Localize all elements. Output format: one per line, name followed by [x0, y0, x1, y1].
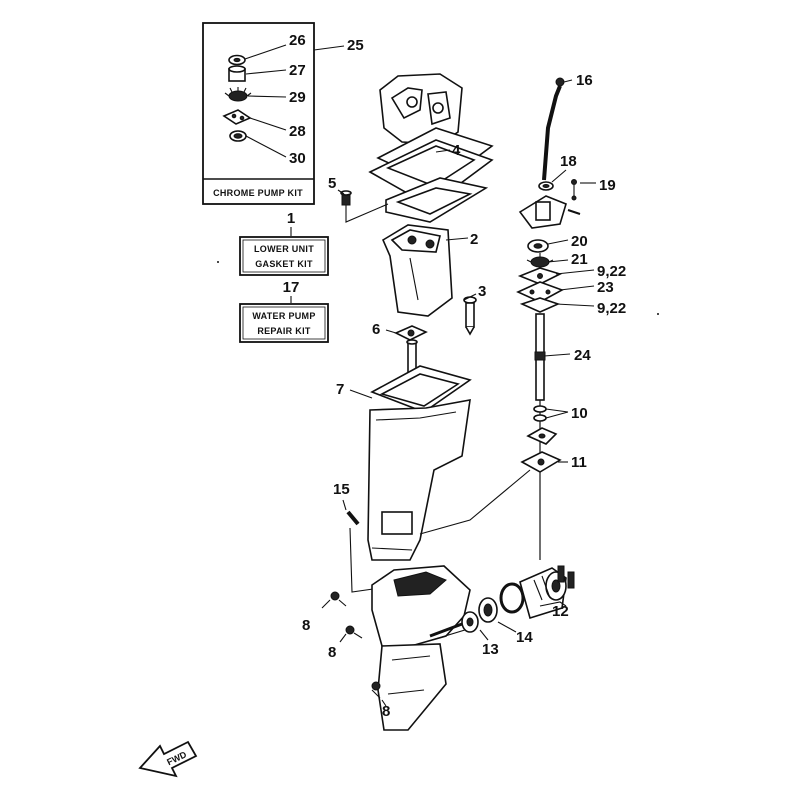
part-2-exhaust-guide: [381, 224, 453, 317]
part-8-bolt-c: [371, 681, 381, 699]
part-30-seal: [229, 130, 247, 142]
callout-27: 27: [289, 62, 306, 79]
callout-18: 18: [560, 153, 577, 170]
part-3-stud: [463, 296, 477, 336]
callout-11: 11: [571, 454, 587, 471]
callout-13: 13: [482, 641, 499, 658]
part-12-bearing-housing: [519, 567, 567, 620]
water-pump-repair-kit: 17 WATER PUMP REPAIR KIT: [239, 279, 329, 343]
part-6-gasket: [394, 325, 428, 341]
part-9-22-gasket-upper: [517, 267, 563, 285]
part-15-dowel-pin: [346, 510, 360, 526]
callout-24: 24: [574, 347, 591, 364]
chrome-pump-kit-box: CHROME PUMP KIT: [202, 22, 315, 205]
callout-1: 1: [287, 210, 295, 227]
callout-8-c: 8: [382, 703, 390, 720]
fwd-arrow-icon: FWD: [138, 740, 198, 778]
powerhead-block: [379, 73, 463, 145]
part-29-impeller: [224, 87, 252, 102]
water-kit-line1: WATER PUMP: [252, 311, 315, 321]
gasket-kit-line2: GASKET KIT: [255, 259, 313, 269]
pump-housing: [518, 195, 567, 229]
callout-28: 28: [289, 123, 306, 140]
part-18-grommet: [538, 181, 554, 191]
callout-10: 10: [571, 405, 588, 422]
part-16-water-tube: [542, 77, 565, 181]
callout-16: 16: [576, 72, 593, 89]
part-8-bolt-a: [330, 591, 347, 607]
part-24-drive-shaft: [534, 313, 546, 560]
callout-7: 7: [336, 381, 344, 398]
callout-19: 19: [599, 177, 616, 194]
part-7-casing-gasket: [370, 365, 472, 413]
callout-8-a: 8: [302, 617, 310, 634]
part-14-oring: [499, 582, 525, 614]
part-10-holder: [526, 427, 558, 445]
callout-23: 23: [597, 279, 614, 296]
callout-numbers: 26 27 29 28 30 25 4 5 2 3 6 7 16 18 19 2…: [289, 32, 626, 720]
water-kit-line2: REPAIR KIT: [257, 326, 311, 336]
callout-9-22-lower: 9,22: [597, 300, 626, 317]
callout-20: 20: [571, 233, 588, 250]
chrome-pump-kit-label: CHROME PUMP KIT: [213, 188, 303, 198]
callout-5: 5: [328, 175, 336, 192]
part-13-seal: [429, 611, 479, 638]
part-26-washer: [228, 54, 246, 66]
callout-21: 21: [571, 251, 588, 268]
callout-14: 14: [516, 629, 533, 646]
callout-26: 26: [289, 32, 306, 49]
callout-3: 3: [478, 283, 486, 300]
part-20-insert: [527, 239, 549, 253]
callout-8-b: 8: [328, 644, 336, 661]
callout-17: 17: [283, 279, 300, 296]
part-19-screw: [567, 179, 581, 215]
callout-25: 25: [347, 37, 364, 54]
part-4-lower-plate: [385, 177, 489, 223]
part-21-impeller: [526, 253, 554, 268]
callout-15: 15: [333, 481, 350, 498]
lower-unit-gearcase: [371, 565, 479, 731]
part-8-bolt-b: [345, 625, 363, 639]
callout-2: 2: [470, 231, 478, 248]
part-27-insert: [228, 65, 246, 82]
part-12-studs: [557, 565, 575, 589]
part-11-gasket: [520, 451, 562, 473]
part-14-bearing: [478, 597, 498, 623]
gasket-kit-line1: LOWER UNIT: [254, 244, 314, 254]
callout-30: 30: [289, 150, 306, 167]
upper-casing: [367, 399, 471, 561]
lower-unit-gasket-kit: 1 LOWER UNIT GASKET KIT: [239, 210, 329, 276]
callout-6: 6: [372, 321, 380, 338]
callout-29: 29: [289, 89, 306, 106]
callout-4: 4: [452, 142, 461, 159]
callout-9-22-upper: 9,22: [597, 263, 626, 280]
upper-shaft-tube: [406, 339, 418, 379]
callout-12: 12: [552, 603, 569, 620]
part-9-22-gasket-lower: [519, 297, 561, 313]
